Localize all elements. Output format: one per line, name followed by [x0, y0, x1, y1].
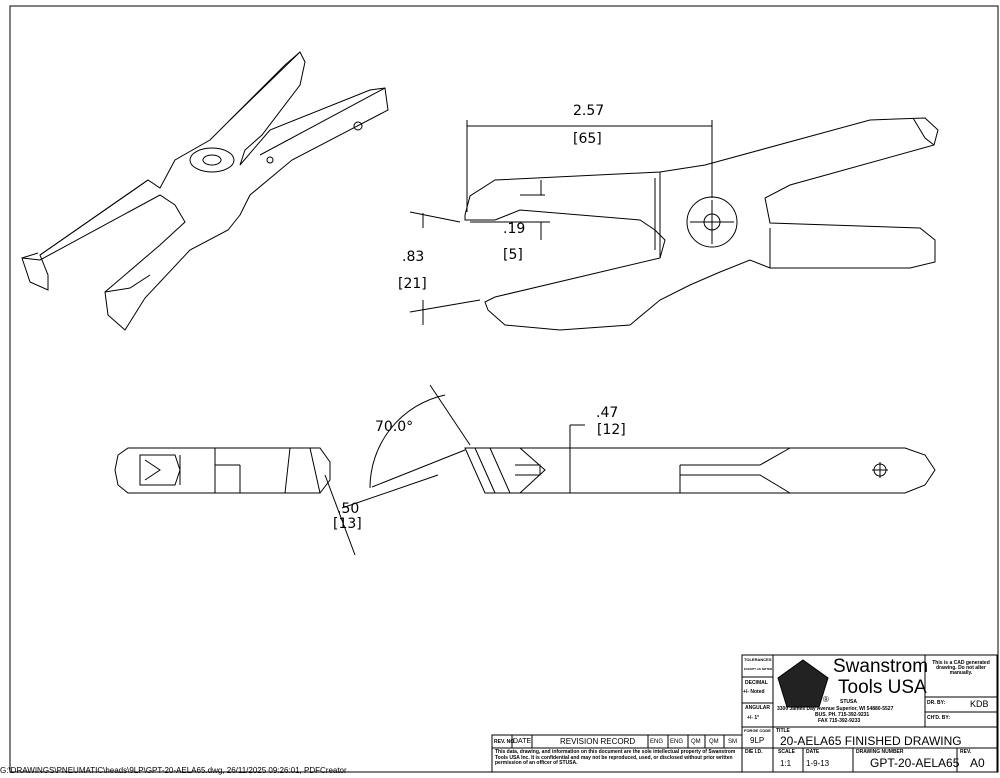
forge-code-label: FORGE CODE — [744, 728, 771, 733]
rev-date-header: DATE — [513, 738, 532, 745]
qm-header-2: QM — [709, 739, 719, 745]
dim-tip-mm: [5] — [503, 247, 523, 263]
company-address: 3300 James Day Avenue Superior, WI 54880… — [777, 706, 894, 712]
company-name-line1: Swanstrom — [833, 656, 929, 677]
tolerances-label: TOLERANCES — [744, 657, 772, 662]
drawing-title: 20-AELA65 FINISHED DRAWING — [780, 734, 962, 748]
swanstrom-logo — [777, 659, 829, 708]
rev-no-header: REV. NO — [494, 739, 515, 745]
angular-value: +/- 1° — [747, 715, 760, 721]
bottom-view — [114, 384, 936, 556]
qm-header-1: QM — [691, 739, 701, 745]
dim-length-in: 2.57 — [573, 103, 605, 119]
dim-thick-mm: [12] — [597, 422, 626, 438]
date-label: DATE — [806, 749, 820, 755]
dim-open-mm: [21] — [398, 276, 427, 292]
eng-header-1: ENG — [650, 739, 664, 745]
decimal-value: +/- Noted — [743, 689, 765, 695]
cad-note: This is a CAD generated drawing. Do not … — [932, 660, 990, 676]
title-block-lines — [491, 654, 998, 773]
angular-label: ANGULAR — [745, 705, 770, 711]
dim-width-mm: [13] — [333, 516, 362, 532]
dim-angle: 70.0° — [375, 419, 414, 435]
decimal-label: DECIMAL — [745, 680, 768, 686]
checked-by-label: CH'D. BY: — [927, 715, 951, 721]
rev-value: A0 — [970, 756, 985, 770]
title-label: TITLE — [776, 728, 790, 734]
dim-tip-in: .19 — [503, 221, 526, 237]
drawing-number-value: GPT-20-AELA65 — [870, 756, 960, 770]
dim-open-in: .83 — [402, 249, 425, 265]
scale-label: SCALE — [778, 749, 795, 755]
drawn-by-value: KDB — [970, 699, 989, 709]
company-name-line2: Tools USA — [838, 677, 927, 698]
sm-header: SM — [728, 739, 737, 745]
revision-record-header: REVISION RECORD — [560, 737, 636, 746]
rev-label: REV. — [960, 749, 972, 755]
company-fax: FAX 715-392-9233 — [818, 718, 861, 724]
file-path-footer: G:\DRAWINGS\PNEUMATIC\heads\9LP\GPT-20-A… — [0, 766, 347, 775]
drawing-number-label: DRAWING NUMBER — [856, 749, 904, 755]
dim-width-in: .50 — [337, 501, 360, 517]
dim-thick-in: .47 — [596, 405, 619, 421]
dim-length-mm: [65] — [573, 131, 602, 147]
eng-header-2: ENG — [670, 739, 684, 745]
forge-code-value: 9LP — [750, 736, 765, 745]
stusa-label: STUSA — [840, 699, 857, 705]
die-id-label: DIE I.D. — [745, 749, 763, 755]
confidentiality-notice: This data, drawing, and information on t… — [495, 749, 736, 766]
isometric-view — [21, 51, 389, 331]
tolerances-sub: EXCEPT AS NOTED — [744, 667, 773, 671]
dimension-lines — [409, 120, 713, 325]
registered-mark: ® — [823, 695, 829, 704]
company-phone: BUS. PH. 715-392-9231 — [815, 712, 870, 718]
side-view — [464, 117, 939, 331]
date-value: 1-9-13 — [806, 759, 830, 768]
drawn-by-label: DR. BY: — [927, 700, 946, 706]
scale-value: 1:1 — [780, 759, 792, 768]
